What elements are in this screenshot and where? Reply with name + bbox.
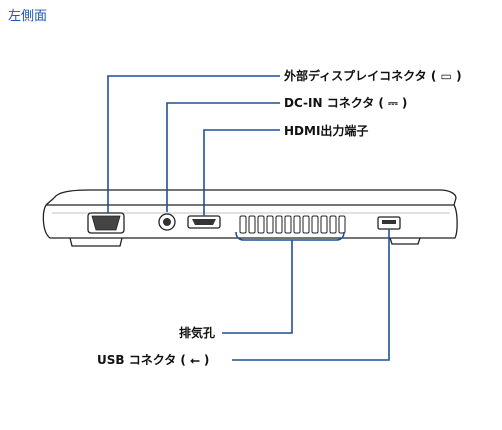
leader-lines: [107, 75, 390, 361]
page-heading: 左側面: [8, 9, 48, 24]
monitor-icon: ▭: [440, 69, 452, 83]
exhaust-vent: [239, 215, 346, 234]
leader-exhaust: [235, 231, 345, 241]
label-text: 排気孔: [179, 326, 216, 340]
usb-port: [377, 216, 401, 230]
label-close: ): [456, 69, 462, 83]
dc-in-port: [158, 213, 176, 231]
dc-symbol-icon: ⎓: [388, 96, 398, 110]
label-close: ): [401, 96, 408, 110]
leader-usb: [232, 229, 390, 361]
label-text: USB コネクタ (: [97, 353, 186, 367]
label-text: HDMI出力端子: [284, 124, 369, 138]
leader-hdmi: [203, 129, 280, 216]
label-usb-connector: USB コネクタ ( ⭠ ): [97, 353, 209, 367]
label-hdmi-output: HDMI出力端子: [284, 124, 368, 138]
label-external-display-connector: 外部ディスプレイコネクタ ( ▭ ): [284, 69, 462, 83]
leader-external-display: [107, 75, 280, 213]
label-exhaust-vent: 排気孔: [179, 326, 215, 340]
label-text: 外部ディスプレイコネクタ (: [284, 69, 437, 83]
label-text: DC-IN コネクタ (: [284, 96, 384, 110]
usb-icon: ⭠: [190, 353, 200, 367]
label-dc-in-connector: DC-IN コネクタ ( ⎓ ): [284, 96, 407, 110]
label-close: ): [203, 353, 210, 367]
leader-dc-in: [166, 102, 280, 212]
hdmi-port: [187, 215, 221, 229]
vga-port: [87, 212, 125, 234]
